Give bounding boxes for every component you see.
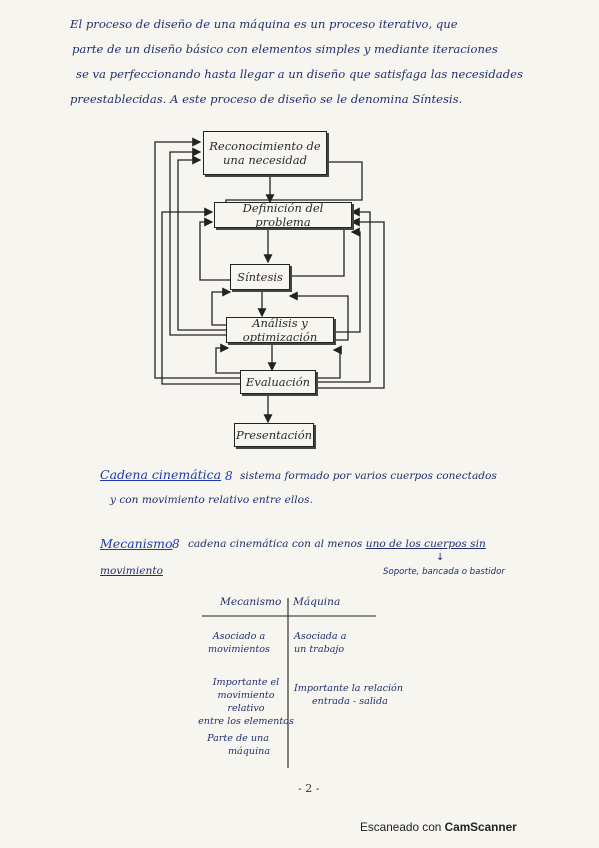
feedback-arrow	[154, 137, 240, 379]
feedback-arrow	[334, 227, 361, 333]
mecanismo-line1-b: uno de los cuerpos sin	[365, 538, 486, 550]
table-cell: Asociado a movimientos	[206, 630, 272, 656]
page-number: - 2 -	[298, 782, 320, 795]
cadena-line1: sistema formado por varios cuerpos conec…	[240, 470, 497, 482]
box-label: Análisis y optimización	[242, 316, 318, 344]
note-arrow: ↓	[436, 552, 445, 563]
cadena-line2: y con movimiento relativo entre ellos.	[110, 494, 313, 506]
cell-line: Importante el	[212, 677, 280, 688]
cell-line: entrada - salida	[312, 696, 388, 707]
footer-brand: CamScanner	[444, 820, 517, 834]
cell-line: máquina	[227, 746, 271, 757]
cell-line: movimiento relativo	[217, 690, 275, 714]
table-header-maquina: Máquina	[293, 596, 341, 608]
feedback-arrow	[177, 155, 228, 331]
scanner-footer: Escaneado con CamScanner	[360, 820, 517, 834]
intro-line: parte de un diseño básico con elementos …	[72, 42, 498, 56]
box-label: Definición del problema	[242, 201, 324, 229]
cell-line: movimientos	[208, 644, 270, 655]
intro-line: preestablecidas. A este proceso de diseñ…	[70, 92, 463, 106]
mecanismo-term-text: Mecanismo	[100, 536, 173, 551]
mecanismo-note: Soporte, bancada o bastidor	[383, 567, 505, 577]
mecanismo-separator: 8	[172, 537, 180, 551]
mecanismo-term: Mecanismo	[100, 536, 173, 551]
feedback-arrow	[199, 217, 232, 281]
box-sintesis: Síntesis	[230, 264, 290, 290]
cell-line: Importante la relación	[294, 683, 404, 694]
cell-line: un trabajo	[294, 644, 345, 655]
feedback-arrow	[225, 161, 363, 202]
feedback-arrow	[316, 345, 342, 379]
table-cell: Importante la relación entrada - salida	[294, 682, 424, 708]
feedback-arrow	[215, 343, 240, 374]
box-label: Evaluación	[245, 375, 311, 389]
mecanismo-line1: cadena cinemática con al menos uno de lo…	[188, 538, 486, 550]
cadena-separator: 8	[225, 469, 233, 483]
cadena-term: Cadena cinemática	[100, 467, 221, 482]
mecanismo-line2: movimiento	[100, 565, 163, 577]
cadena-term-text: Cadena cinemática	[100, 467, 222, 482]
box-label: Presentación	[235, 428, 313, 442]
intro-paragraph: El proceso de diseño de una máquina es u…	[70, 12, 530, 112]
feedback-arrow	[169, 147, 226, 336]
feedback-arrow	[211, 287, 232, 326]
table-grid	[202, 598, 376, 768]
box-reconocimiento: Reconocimiento de una necesidad	[203, 131, 327, 175]
box-label: Reconocimiento de una necesidad	[209, 139, 321, 167]
mecanismo-line1-a: cadena cinemática con al menos	[188, 538, 366, 550]
box-presentacion: Presentación	[234, 423, 314, 447]
feedback-arrow	[290, 228, 345, 277]
intro-line: El proceso de diseño de una máquina es u…	[70, 17, 458, 31]
cell-line: Parte de una	[207, 733, 269, 744]
comparison-table: Mecanismo Máquina Asociado a movimientos…	[196, 596, 426, 772]
table-cell: Parte de una máquina	[198, 732, 278, 758]
feedback-arrow	[161, 207, 240, 385]
table-header-mecanismo: Mecanismo	[220, 596, 282, 608]
box-definicion: Definición del problema	[214, 201, 352, 229]
table-cell: Asociada a un trabajo	[294, 630, 414, 656]
box-label: Síntesis	[237, 270, 283, 284]
box-evaluacion: Evaluación	[240, 370, 316, 394]
table-cell: Importante el movimiento relativo entre …	[198, 676, 294, 728]
feedback-arrow	[316, 217, 385, 389]
design-process-diagram	[154, 137, 385, 424]
intro-line: se va perfeccionando hasta llegar a un d…	[76, 67, 523, 81]
feedback-arrow	[288, 291, 349, 341]
cell-line: entre los elementos	[198, 716, 294, 727]
cell-line: Asociada a	[294, 631, 347, 642]
footer-prefix: Escaneado con	[360, 820, 445, 834]
box-analisis: Análisis y optimización	[226, 316, 334, 344]
cell-line: Asociado a	[212, 631, 266, 642]
feedback-arrow	[316, 207, 371, 383]
